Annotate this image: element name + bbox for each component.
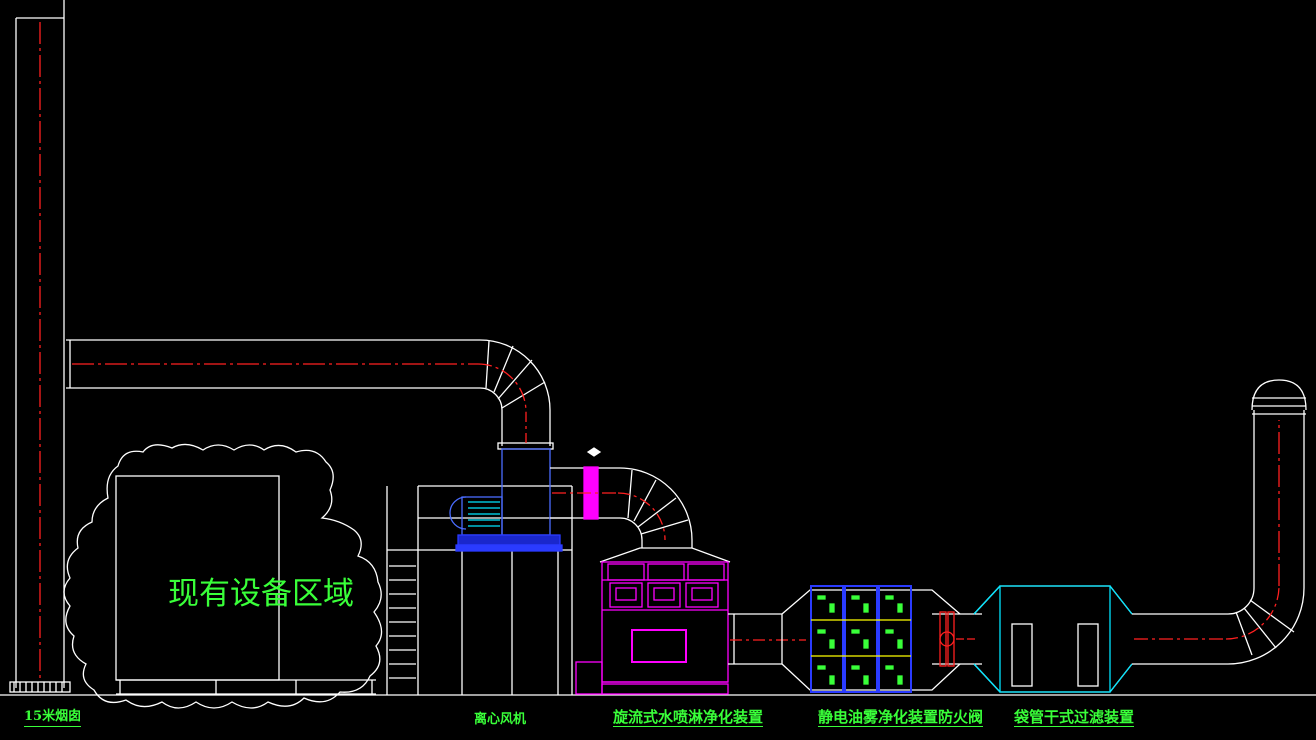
main-return-duct [66,339,554,450]
existing-equipment-area [63,443,383,709]
stack-label: 15米烟囱 [24,708,82,727]
scrubber-label: 旋流式水喷淋净化装置 [613,708,764,727]
esp-label: 静电油雾净化装置 [818,708,939,727]
dry-filter [973,585,1133,693]
fire-damper [932,611,982,667]
damper-label: 防火阀 [938,708,984,727]
spray-scrubber [575,547,731,695]
outlet-duct [1132,379,1307,665]
duct-scrubber-to-esp [728,613,806,665]
fan-label: 离心风机 [474,712,527,727]
centrifugal-fan [449,448,563,552]
fan-platform [386,485,573,695]
exhaust-stack [9,0,71,693]
electrostatic-purifier [781,585,961,693]
fan-outlet-duct [550,447,693,548]
existing-area-label: 现有设备区域 [168,576,354,612]
filter-label: 袋管干式过滤装置 [1014,708,1135,727]
